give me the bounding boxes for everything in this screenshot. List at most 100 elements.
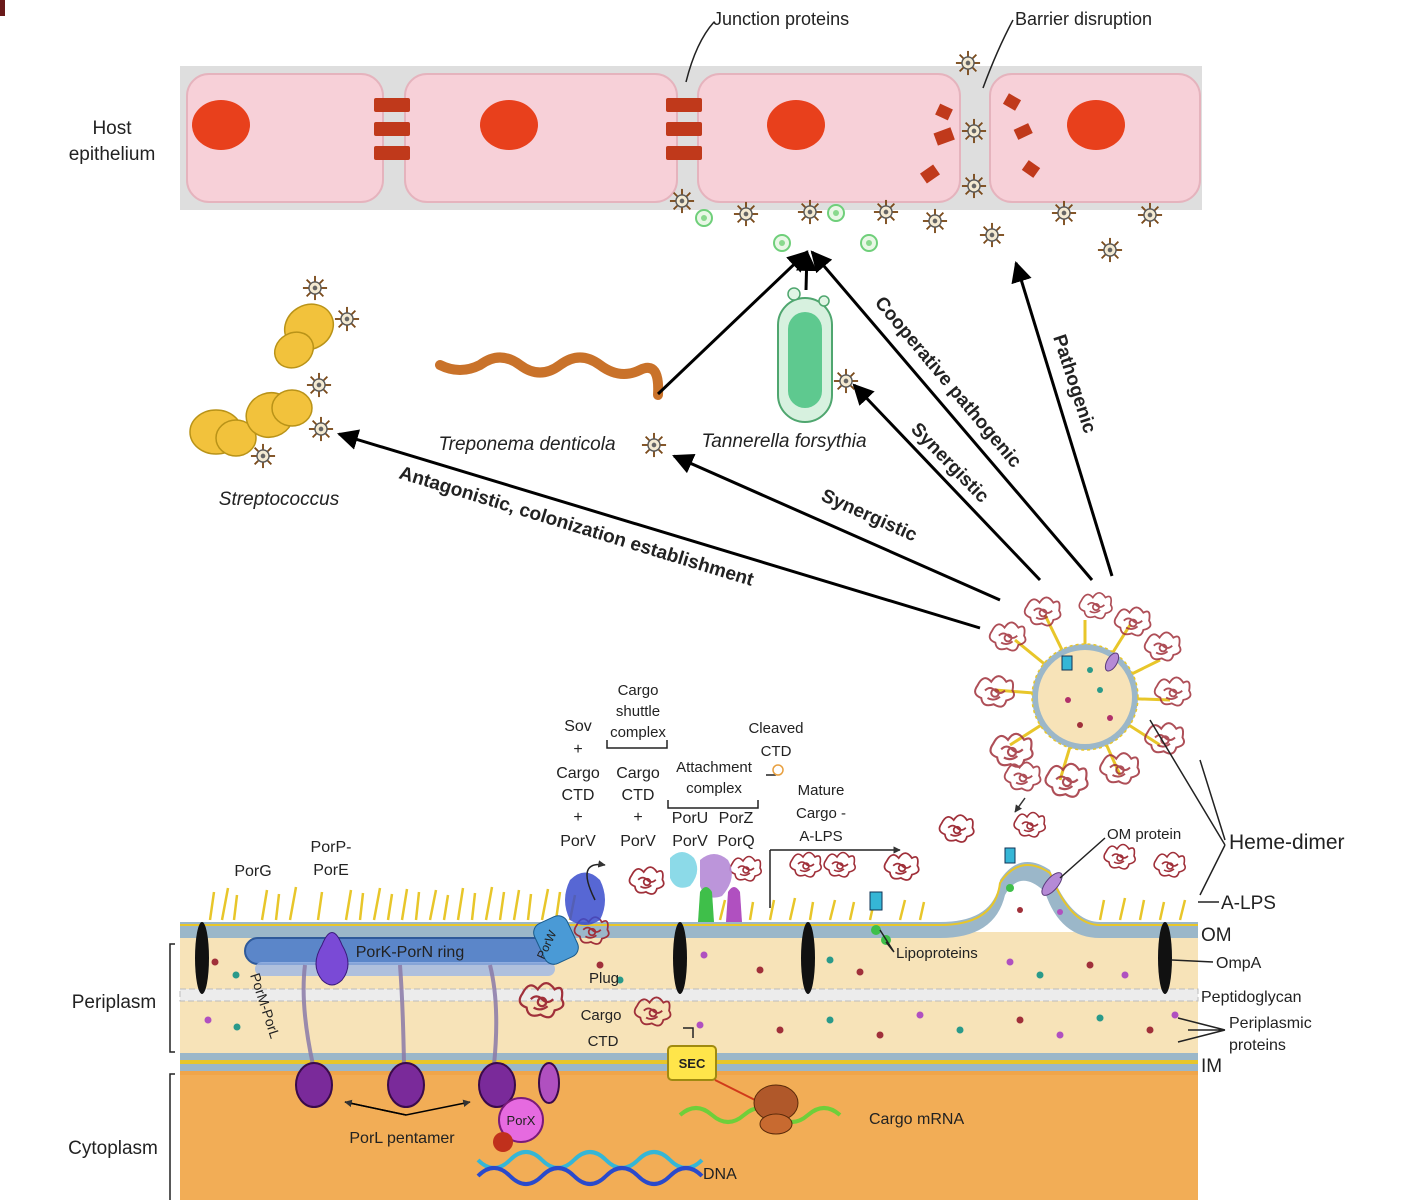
- porm-porl-stalks: [301, 964, 499, 1066]
- cleaved-label-1: Cleaved: [748, 720, 803, 737]
- sov-complex: [565, 872, 605, 925]
- nucleus: [480, 100, 538, 150]
- mature-label-3: A-LPS: [799, 828, 842, 845]
- porv-a-label: PorV: [560, 833, 596, 850]
- cytoplasm-label: Cytoplasm: [68, 1138, 158, 1159]
- ctd-b-label: CTD: [622, 787, 655, 804]
- junction-proteins-label: Junction proteins: [713, 9, 849, 29]
- dna-label: DNA: [703, 1166, 737, 1183]
- cleaved-ctd-fragment: [772, 764, 784, 776]
- corner-mark: [0, 0, 5, 16]
- a-lps-layer: [208, 886, 1187, 921]
- treponema-omv: [641, 432, 667, 458]
- ribosome: [753, 1084, 799, 1135]
- sec-label: SEC: [679, 1056, 706, 1071]
- streptococcus-label: Streptococcus: [219, 489, 340, 510]
- omv-release-arrow: [1014, 797, 1026, 813]
- periplasmic-protein-dots: [204, 907, 1179, 1039]
- attachment-label-2: complex: [686, 780, 742, 797]
- porx-protein: [493, 1097, 544, 1152]
- cargo-b-label: Cargo: [616, 765, 660, 782]
- attachment-complex: [670, 852, 742, 922]
- ctd-a-label: CTD: [562, 787, 595, 804]
- cargo-mrna-label: Cargo mRNA: [869, 1111, 964, 1128]
- secretion-arrows: [586, 740, 901, 1038]
- plug-label: Plug: [589, 970, 619, 987]
- im-label: IM: [1201, 1056, 1222, 1077]
- mature-label-2: Cargo -: [796, 805, 846, 822]
- porl-lines: [344, 1099, 471, 1116]
- barrier-disruption-label: Barrier disruption: [1015, 9, 1152, 29]
- junction-proteins-middle: [666, 98, 702, 160]
- porv-c-label: PorV: [672, 833, 708, 850]
- cargo-periplasm-label: Cargo: [581, 1007, 622, 1024]
- om-protein: [1041, 872, 1063, 896]
- nucleus: [1067, 100, 1125, 150]
- cytoplasm-bracket: [169, 1073, 175, 1200]
- nucleus: [192, 100, 250, 150]
- heme-dimer-leaders: [1149, 719, 1226, 896]
- lipoproteins-label: Lipoproteins: [896, 945, 978, 962]
- synergistic-treponema-label: Synergistic: [818, 485, 921, 546]
- heme-dimer-label: Heme-dimer: [1229, 831, 1345, 854]
- ctd-periplasm-label: CTD: [588, 1033, 619, 1050]
- host-epithelium: [180, 66, 1202, 210]
- om-protein-label: OM protein: [1107, 826, 1181, 843]
- outer-membrane-vesicle: [974, 591, 1192, 798]
- porl-pentamers: [295, 1062, 560, 1108]
- tannerella-cell: [777, 287, 833, 423]
- bacterial-envelope: [179, 862, 1199, 1200]
- porp-label-2: PorE: [313, 862, 349, 879]
- porq-label: PorQ: [717, 833, 754, 850]
- peptidoglycan-label: Peptidoglycan: [1201, 989, 1302, 1006]
- tannerella-omv: [833, 368, 859, 394]
- sov-label: Sov: [564, 718, 592, 735]
- epithelial-cell: [404, 73, 678, 203]
- tannerella-label: Tannerella forsythia: [701, 431, 866, 452]
- shuttle-label-2: shuttle: [616, 703, 660, 720]
- cargo-a-label: Cargo: [556, 765, 600, 782]
- ompa-leader: [1171, 959, 1214, 963]
- porl-pentamer-label: PorL pentamer: [349, 1130, 455, 1147]
- poru-label: PorU: [672, 810, 708, 827]
- host-label-2: epithelium: [69, 144, 156, 165]
- porx-label: PorX: [507, 1113, 536, 1128]
- periplasmic-leaders: [1177, 1017, 1226, 1043]
- periplasmic-label-1: Periplasmic: [1229, 1015, 1312, 1032]
- periplasm-label: Periplasm: [72, 992, 156, 1013]
- attachment-label-1: Attachment: [676, 759, 753, 776]
- periplasm-bracket: [169, 943, 175, 1053]
- barrier-leader: [982, 19, 1014, 89]
- cleaved-label-2: CTD: [761, 743, 792, 760]
- lipoproteins-leader: [879, 929, 895, 953]
- nascent-chain: [714, 1079, 756, 1101]
- lipoproteins: [869, 847, 1016, 945]
- porp-pore-protein: [315, 932, 349, 986]
- a-lps-label: A-LPS: [1221, 893, 1276, 914]
- junction-leader: [685, 21, 715, 83]
- porz-label: PorZ: [719, 810, 754, 827]
- treponema-label: Treponema denticola: [438, 434, 615, 455]
- porp-label-1: PorP-: [311, 839, 352, 856]
- host-label-1: Host: [92, 118, 132, 139]
- nucleus: [767, 100, 825, 150]
- antagonistic-label: Antagonistic, colonization establishment: [397, 463, 757, 591]
- plus-1: +: [573, 741, 582, 758]
- mature-label-1: Mature: [798, 782, 845, 799]
- junction-proteins-left: [374, 98, 410, 160]
- interaction-arrows: [336, 249, 1114, 630]
- pathogenic-label: Pathogenic: [1048, 332, 1100, 436]
- ompa-label: OmpA: [1216, 955, 1262, 972]
- plus-2: +: [573, 809, 582, 826]
- ompa-barrels: [195, 922, 1172, 994]
- shuttle-label-3: complex: [610, 724, 666, 741]
- sec-translocon: [667, 1045, 717, 1081]
- porv-b-label: PorV: [620, 833, 656, 850]
- treponema-cell: [435, 352, 664, 400]
- streptococcus-cells: [189, 303, 335, 457]
- shuttle-label-1: Cargo: [618, 682, 659, 699]
- ring-label: PorK-PorN ring: [356, 944, 464, 961]
- porg-label: PorG: [234, 863, 271, 880]
- om-label: OM: [1201, 925, 1232, 946]
